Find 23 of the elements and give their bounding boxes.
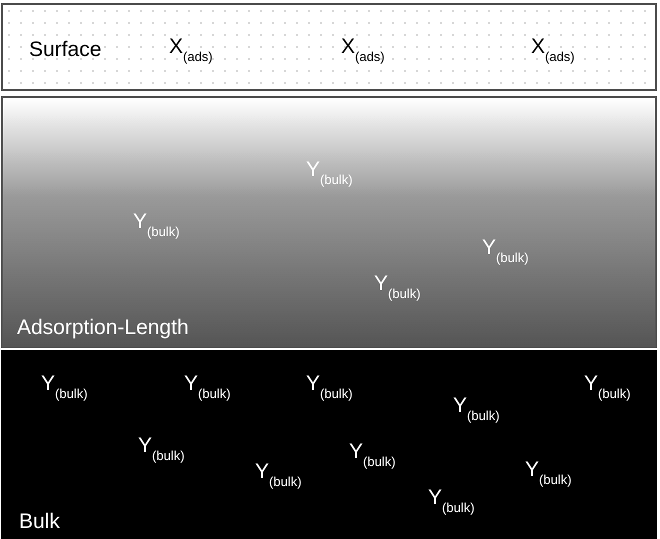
species-label: Y$_{(bulk)}$ <box>184 372 231 403</box>
species-label: Y$_{(bulk)}$ <box>453 394 500 425</box>
species-label: Y$_{(bulk)}$ <box>349 440 396 471</box>
species-label: X$_{(ads)}$ <box>531 35 575 66</box>
species-label: Y$_{(bulk)}$ <box>584 372 631 403</box>
species-label: X$_{(ads)}$ <box>341 35 385 66</box>
species-label: X$_{(ads)}$ <box>169 35 213 66</box>
adsorption-layer-band <box>1 96 657 348</box>
species-label: Y$_{(bulk)}$ <box>255 460 302 491</box>
surface-layer-band <box>1 3 657 91</box>
species-label: Y$_{(bulk)}$ <box>525 458 572 489</box>
species-label: Y$_{(bulk)}$ <box>306 158 353 189</box>
species-label: Y$_{(bulk)}$ <box>133 210 180 241</box>
layer-label: Bulk <box>19 510 60 534</box>
species-label: Y$_{(bulk)}$ <box>138 434 185 465</box>
species-label: Y$_{(bulk)}$ <box>374 272 421 303</box>
species-label: Y$_{(bulk)}$ <box>482 236 529 267</box>
species-label: Y$_{(bulk)}$ <box>306 372 353 403</box>
bulk-layer-band <box>1 350 657 539</box>
layer-label: Surface <box>29 38 102 62</box>
layer-label: Adsorption-Length <box>17 316 189 340</box>
species-label: Y$_{(bulk)}$ <box>428 486 475 517</box>
species-label: Y$_{(bulk)}$ <box>41 372 88 403</box>
